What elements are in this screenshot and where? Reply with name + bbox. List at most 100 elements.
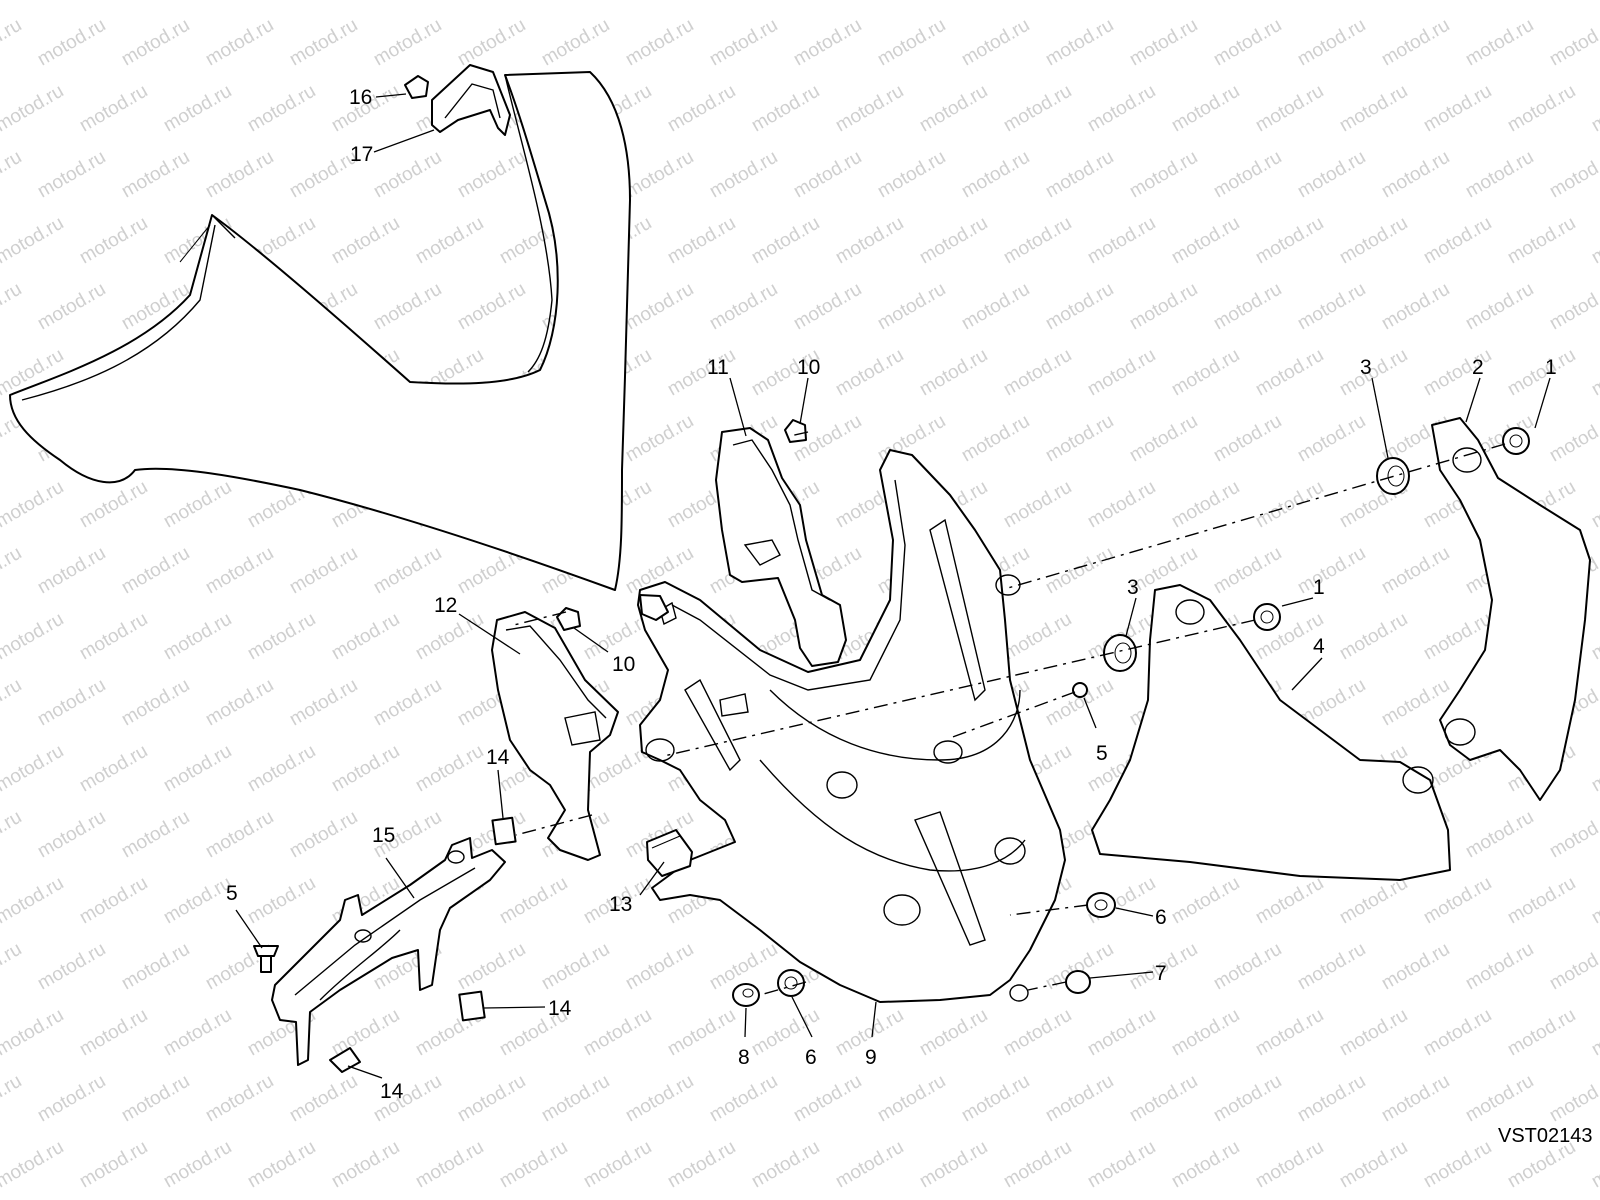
watermark-text: motod.ru — [622, 939, 697, 995]
watermark-text: motod.ru — [1504, 81, 1579, 137]
watermark-text: motod.ru — [118, 147, 193, 203]
watermark-text: motod.ru — [202, 15, 277, 71]
watermark-text: motod.ru — [580, 1137, 655, 1193]
watermark-text: motod.ru — [790, 147, 865, 203]
watermark-text: motod.ru — [706, 147, 781, 203]
side-fairing-panel — [9, 71, 631, 591]
watermark-text: motod.ru — [412, 741, 487, 797]
watermark-text: motod.ru — [76, 873, 151, 929]
watermark-text: motod.ru — [1168, 0, 1243, 4]
watermark-text: motod.ru — [1336, 1137, 1411, 1193]
watermark-text: motod.ru — [76, 0, 151, 4]
watermark-text: motod.ru — [0, 939, 25, 995]
callout-8: 8 — [738, 1046, 750, 1069]
watermark-text: motod.ru — [286, 807, 361, 863]
watermark-text: motod.ru — [1462, 147, 1537, 203]
watermark-text: motod.ru — [1042, 543, 1117, 599]
watermark-text: motod.ru — [1252, 1005, 1327, 1061]
watermark-text: motod.ru — [160, 1005, 235, 1061]
watermark-text: motod.ru — [1000, 1005, 1075, 1061]
callout-3: 3 — [1127, 576, 1139, 599]
watermark-text: motod.ru — [832, 345, 907, 401]
watermark-text: motod.ru — [580, 1005, 655, 1061]
watermark-text: motod.ru — [412, 213, 487, 269]
watermark-text: motod.ru — [328, 1005, 403, 1061]
watermark-text: motod.ru — [1504, 1005, 1579, 1061]
watermark-text: motod.ru — [874, 1071, 949, 1127]
watermark-text: motod.ru — [118, 675, 193, 731]
watermark-text: motod.ru — [916, 345, 991, 401]
watermark-text: motod.ru — [1420, 873, 1495, 929]
watermark-text: motod.ru — [1546, 939, 1600, 995]
watermark-text: motod.ru — [1168, 213, 1243, 269]
watermark-text: motod.ru — [1252, 1137, 1327, 1193]
watermark-text: motod.ru — [664, 0, 739, 4]
callout-13: 13 — [609, 893, 632, 916]
watermark-text: motod.ru — [0, 1071, 25, 1127]
watermark-text: motod.ru — [0, 477, 67, 533]
watermark-text: motod.ru — [1210, 15, 1285, 71]
watermark-text: motod.ru — [622, 1071, 697, 1127]
watermark-text: motod.ru — [874, 279, 949, 335]
watermark-text: motod.ru — [370, 147, 445, 203]
watermark-text: motod.ru — [1252, 81, 1327, 137]
watermark-text: motod.ru — [496, 873, 571, 929]
watermark-text: motod.ru — [1210, 279, 1285, 335]
watermark-text: motod.ru — [1126, 147, 1201, 203]
watermark-text: motod.ru — [1546, 147, 1600, 203]
callout-6: 6 — [805, 1046, 817, 1069]
watermark-text: motod.ru — [0, 675, 25, 731]
watermark-text: motod.ru — [496, 0, 571, 4]
watermark-text: motod.ru — [76, 1005, 151, 1061]
watermark-text: motod.ru — [1336, 345, 1411, 401]
watermark-text: motod.ru — [1588, 477, 1600, 533]
watermark-text: motod.ru — [1546, 15, 1600, 71]
watermark-text: motod.ru — [160, 477, 235, 533]
watermark-text: motod.ru — [244, 873, 319, 929]
watermark-text: motod.ru — [370, 15, 445, 71]
watermark-text: motod.ru — [1252, 873, 1327, 929]
callout-14: 14 — [380, 1080, 404, 1103]
watermark-text: motod.ru — [1042, 1071, 1117, 1127]
watermark-text: motod.ru — [244, 0, 319, 4]
watermark-text: motod.ru — [76, 213, 151, 269]
watermark-text: motod.ru — [664, 1137, 739, 1193]
callout-5: 5 — [226, 882, 238, 905]
watermark-text: motod.ru — [1210, 147, 1285, 203]
watermark-text: motod.ru — [1294, 939, 1369, 995]
watermark-text: motod.ru — [706, 15, 781, 71]
callout-6: 6 — [1155, 906, 1167, 929]
watermark-text: motod.ru — [118, 807, 193, 863]
watermark-text: motod.ru — [1126, 15, 1201, 71]
watermark-text: motod.ru — [412, 609, 487, 665]
watermark-text: motod.ru — [748, 81, 823, 137]
watermark-text: motod.ru — [286, 15, 361, 71]
watermark-text: motod.ru — [1462, 15, 1537, 71]
callout-4: 4 — [1313, 635, 1325, 658]
watermark-text: motod.ru — [1042, 15, 1117, 71]
side-cover-4 — [1091, 584, 1451, 881]
watermark-text: motod.ru — [790, 279, 865, 335]
watermark-text: motod.ru — [1168, 873, 1243, 929]
watermark-text: motod.ru — [202, 1071, 277, 1127]
watermark-text: motod.ru — [1000, 477, 1075, 533]
watermark-text: motod.ru — [412, 1137, 487, 1193]
watermark-text: motod.ru — [916, 213, 991, 269]
watermark-text: motod.ru — [874, 15, 949, 71]
watermark-text: motod.ru — [1378, 279, 1453, 335]
watermark-text: motod.ru — [664, 213, 739, 269]
watermark-text: motod.ru — [454, 279, 529, 335]
watermark-text: motod.ru — [1546, 1071, 1600, 1127]
watermark-text: motod.ru — [916, 81, 991, 137]
watermark-text: motod.ru — [1252, 345, 1327, 401]
watermark-text: motod.ru — [1504, 873, 1579, 929]
watermark-text: motod.ru — [328, 213, 403, 269]
watermark-text: motod.ru — [454, 939, 529, 995]
watermark-text: motod.ru — [34, 939, 109, 995]
callout-12: 12 — [434, 594, 457, 617]
watermark-text: motod.ru — [34, 543, 109, 599]
watermark-text: motod.ru — [748, 213, 823, 269]
watermark-text: motod.ru — [118, 939, 193, 995]
watermark-text: motod.ru — [1378, 15, 1453, 71]
